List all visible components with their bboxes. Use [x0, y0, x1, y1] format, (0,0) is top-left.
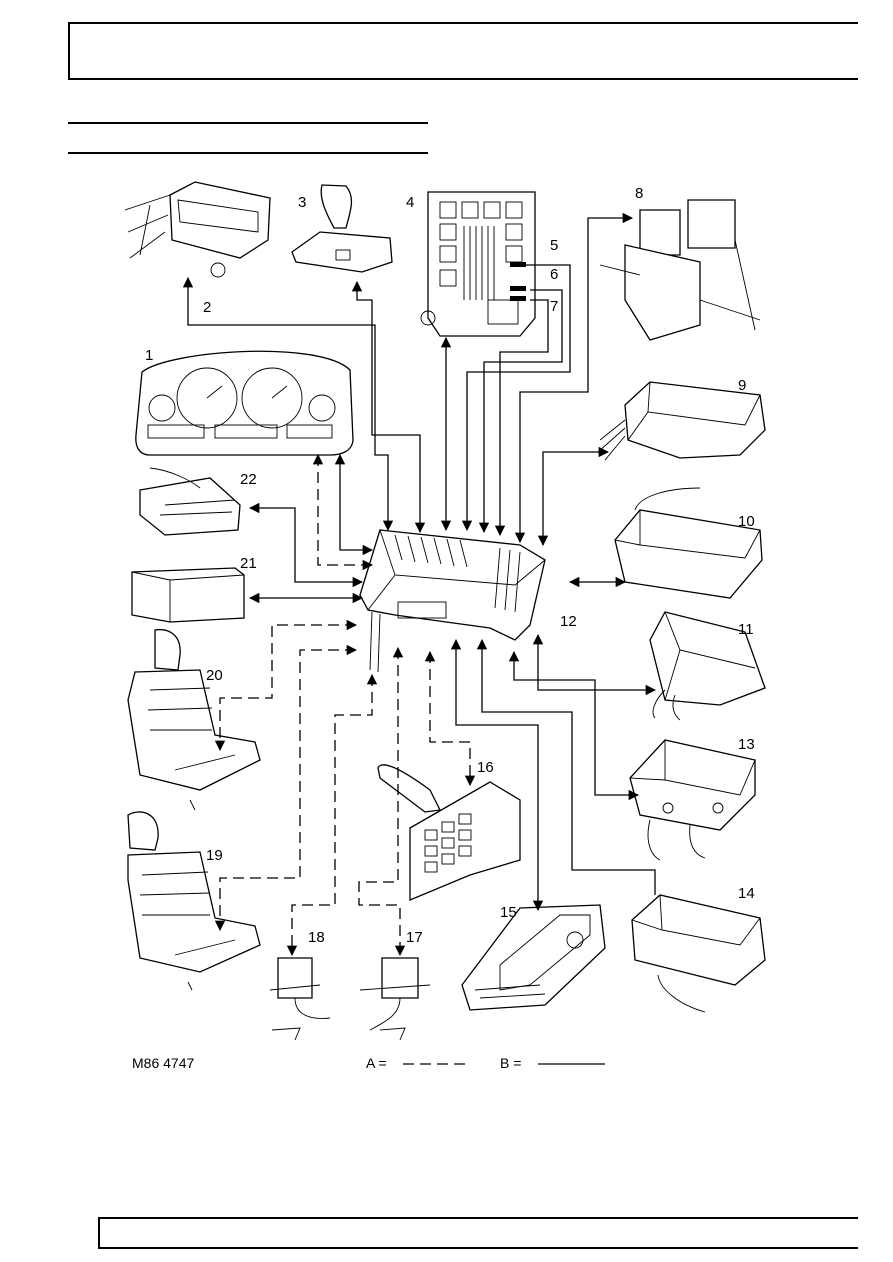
component-labels: 1 2 3 4 5 6 7 8 9 10 11 12 13 14 15 16 1…	[145, 185, 755, 946]
legend-b-label: B =	[500, 1055, 521, 1071]
component-3-gear-selector	[291, 184, 393, 273]
page-header-box	[68, 22, 858, 80]
label-4: 4	[406, 194, 414, 211]
label-16: 16	[477, 759, 494, 776]
label-22: 22	[240, 471, 257, 488]
label-17: 17	[406, 929, 423, 946]
label-13: 13	[738, 736, 755, 753]
component-17-sensor	[359, 957, 431, 1041]
label-5: 5	[550, 237, 558, 254]
figure-code: M86 4747	[132, 1055, 194, 1071]
label-12: 12	[560, 613, 577, 630]
dashed-connections	[214, 453, 476, 957]
component-10-module	[614, 487, 763, 599]
component-20-seat	[127, 628, 261, 811]
label-6: 6	[550, 266, 558, 283]
component-2-airbag-module	[124, 181, 271, 278]
component-16-console-switch-panel	[377, 764, 521, 901]
label-19: 19	[206, 847, 223, 864]
component-15-climate-control-panel	[461, 904, 606, 1011]
header-rule-bottom	[68, 152, 428, 154]
central-control-unit	[359, 529, 546, 673]
component-21-radio-unit	[131, 567, 245, 623]
component-11-module	[649, 611, 766, 721]
label-11: 11	[738, 621, 754, 638]
component-1-instrument-pack	[135, 350, 354, 456]
label-21: 21	[240, 555, 257, 572]
label-7: 7	[550, 298, 558, 315]
label-1: 1	[145, 347, 153, 364]
component-22-switch-pack	[139, 467, 241, 536]
label-18: 18	[308, 929, 325, 946]
component-18-sensor	[269, 957, 331, 1041]
component-8-relays	[599, 199, 761, 341]
legend-a-label: A =	[366, 1055, 387, 1071]
component-4-fuse-box	[420, 191, 536, 337]
label-14: 14	[738, 885, 755, 902]
component-13-module	[629, 739, 756, 861]
label-2: 2	[203, 299, 211, 316]
label-3: 3	[298, 194, 306, 211]
label-20: 20	[206, 667, 223, 684]
legend: M86 4747 A = B =	[132, 1055, 605, 1071]
label-10: 10	[738, 513, 755, 530]
label-8: 8	[635, 185, 643, 202]
label-9: 9	[738, 377, 746, 394]
component-14-module	[631, 894, 766, 1013]
component-19-seat	[127, 811, 261, 991]
component-9-module	[597, 381, 766, 461]
label-15: 15	[500, 904, 517, 921]
page-footer-box	[98, 1217, 858, 1249]
header-rule-top	[68, 122, 428, 124]
